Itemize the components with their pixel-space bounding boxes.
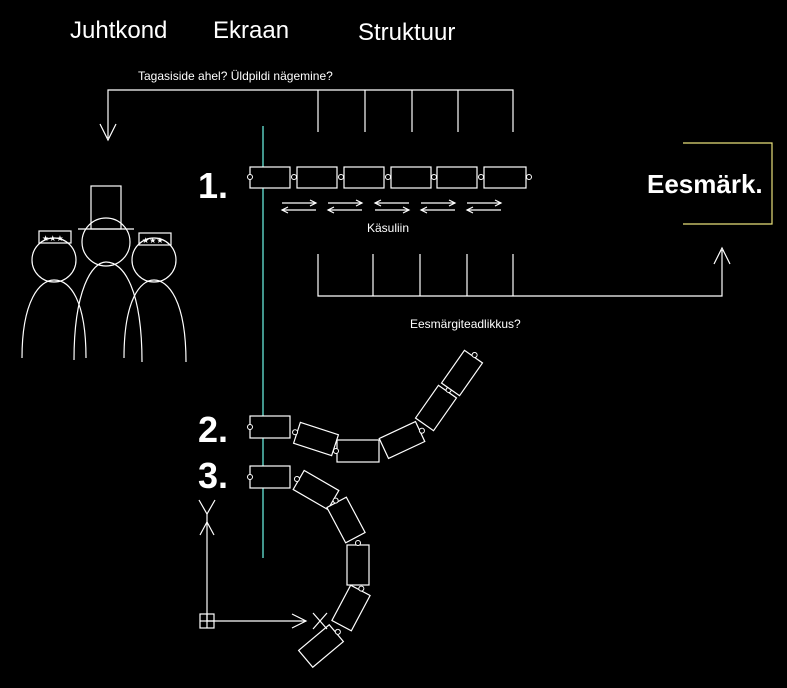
figure-left-body [21,279,87,359]
chain-2-link [414,384,458,432]
chain-scenario-3: 3. [198,455,371,669]
goal-orientation-loop: Eesmärgiteadlikkus? [317,246,731,331]
goal-orientation-line [317,250,723,297]
crown-left-stars: ★★★ [42,234,64,243]
chain-scenario-1: 1. [198,165,532,235]
crown-right [138,232,172,246]
chain-2-link [378,420,426,460]
figure-right-body [123,279,187,363]
figure-center-head [81,217,131,267]
chain-1-link [385,166,432,189]
exchange-arrows [280,199,503,214]
figure-left-head [31,237,77,283]
scenario-2-label: 2. [198,409,228,450]
figure-center-body [73,261,143,363]
chain-3-link [247,465,291,489]
chain-1-link [478,166,532,189]
feedback-line [107,89,514,138]
chain-1-link [431,166,478,189]
goal-label: Eesmärk. [647,169,763,199]
chain-2-link [440,349,484,397]
chain-scenario-2: 2. [198,349,484,463]
scenario-3-label: 3. [198,455,228,496]
chain-3-link [292,469,340,511]
chain-2-link [247,415,291,439]
chain-2-link [333,439,380,463]
chain-3-link [346,540,370,586]
feedback-arrow-head [99,123,117,142]
chain-3-link [297,623,345,669]
chain-3-link [326,496,366,544]
management-figures: ★★★ ★★★ [21,185,187,363]
feedback-loop: Tagasiside ahel? Üldpildi nägemine? [99,69,514,142]
header-structure: Struktuur [358,19,455,46]
goal-frame [683,142,773,225]
figure-right-head [131,237,177,283]
crown-right-stars: ★★★ [142,236,164,245]
top-hat [90,185,122,230]
chain-3-link [331,584,371,632]
chain-1-link [247,166,291,189]
goal-orientation-arrow-head [713,246,731,265]
ucs-axis-icon [198,499,328,630]
header-screen: Ekraan [213,17,289,44]
handover-label: Käsuliin [367,221,409,235]
chain-2-link [292,421,340,457]
chain-1-link [291,166,338,189]
crown-left [38,230,72,244]
chain-1-link [338,166,385,189]
header-management: Juhtkond [70,17,167,44]
scenario-1-label: 1. [198,165,228,206]
goal-orientation-question-label: Eesmärgiteadlikkus? [410,317,521,331]
feedback-question-label: Tagasiside ahel? Üldpildi nägemine? [138,69,333,83]
goal-box: Eesmärk. [647,142,773,225]
